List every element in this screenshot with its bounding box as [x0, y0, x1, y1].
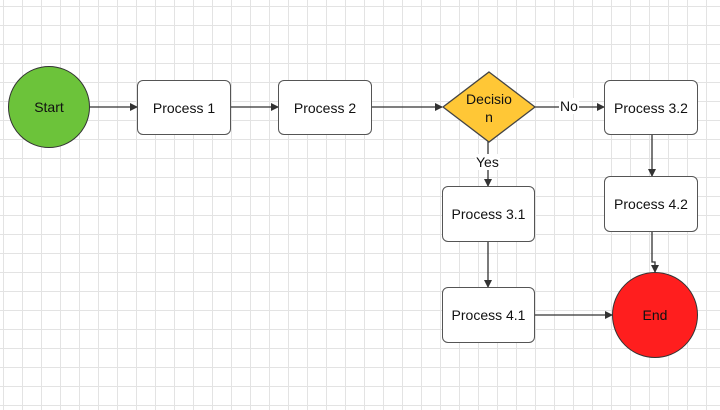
process-3-1-label: Process 3.1 [451, 206, 526, 222]
process-1-label: Process 1 [152, 99, 216, 116]
edge-label-yes: Yes [475, 154, 500, 170]
end-label: End [642, 307, 668, 323]
decision-label-line1: Decisio [466, 91, 512, 107]
process-4-1-node[interactable]: Process 4.1 [442, 287, 535, 343]
process-3-2-node[interactable]: Process 3.2 [604, 80, 698, 135]
process-4-1-label: Process 4.1 [451, 307, 526, 323]
edge-label-no: No [559, 98, 579, 114]
decision-diamond[interactable] [441, 71, 537, 143]
decision-label-line2: n [485, 109, 493, 125]
process-1-node[interactable]: Process 1 [137, 80, 231, 135]
start-node[interactable]: Start [8, 66, 90, 148]
process-3-2-label: Process 3.2 [614, 99, 688, 116]
edge-process42-end [651, 232, 659, 273]
process-3-1-node[interactable]: Process 3.1 [442, 186, 535, 242]
start-label: Start [34, 99, 64, 115]
process-4-2-node[interactable]: Process 4.2 [604, 176, 698, 232]
process-4-2-label: Process 4.2 [614, 196, 688, 212]
end-node[interactable]: End [612, 272, 698, 358]
process-2-label: Process 2 [293, 99, 357, 116]
process-2-node[interactable]: Process 2 [278, 80, 372, 135]
